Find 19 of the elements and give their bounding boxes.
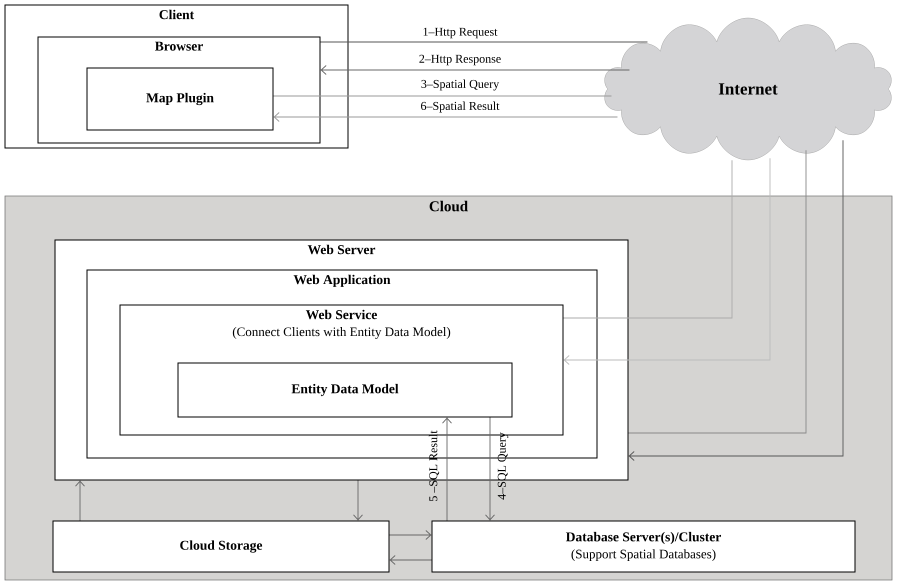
edge-label: 6–Spatial Result	[421, 102, 500, 112]
arrow	[353, 480, 363, 520]
storage-box: Cloud Storage	[52, 520, 390, 572]
arrow	[628, 140, 844, 461]
arrow	[389, 530, 432, 540]
arrow	[274, 112, 618, 122]
edge-label: 1–Http Request	[424, 28, 498, 38]
model-box: Entity Data Model	[178, 362, 512, 418]
edge-label: 2–Http Response	[419, 54, 501, 66]
arrow	[75, 480, 85, 521]
internet-cloud: Internet	[604, 18, 892, 160]
edge-label: 3–Spatial Query	[421, 80, 500, 90]
database-box: Database Server(s)/Cluster (Support Spatial Databases)	[432, 520, 856, 572]
arrow	[442, 418, 452, 521]
arrow	[485, 417, 495, 520]
arrow	[320, 65, 630, 75]
arrow	[390, 555, 432, 565]
arrow	[564, 158, 770, 365]
plugin-box: Map Plugin	[86, 68, 274, 130]
